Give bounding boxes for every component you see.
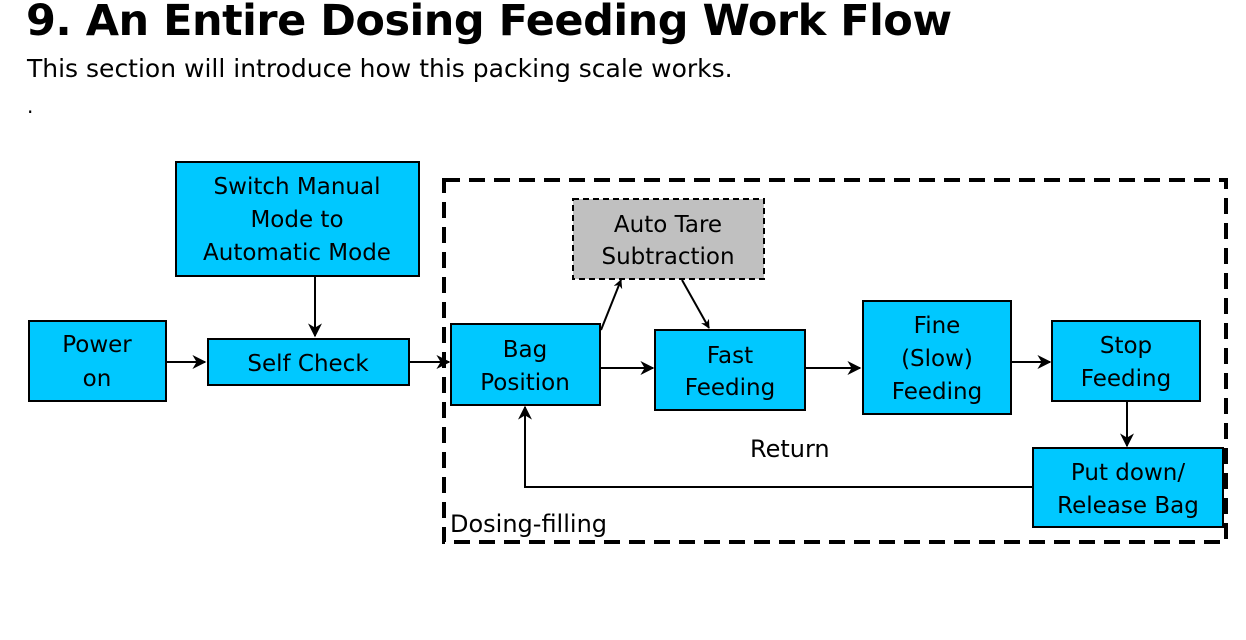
node-switch-mode: Switch Manual Mode to Automatic Mode: [175, 161, 420, 277]
node-stop-feeding-line1: Stop: [1100, 333, 1152, 359]
node-auto-tare: Auto Tare Subtraction: [572, 198, 765, 280]
node-switch-mode-line1: Switch Manual: [214, 174, 381, 200]
node-power-on-line2: on: [83, 366, 112, 392]
node-switch-mode-line2: Mode to: [250, 207, 343, 233]
node-power-on: Power on: [28, 320, 167, 402]
edge-return-to-bag: [518, 405, 1033, 488]
node-switch-mode-line3: Automatic Mode: [203, 240, 391, 266]
node-bag-position-line1: Bag: [503, 337, 547, 363]
node-stop-feeding: Stop Feeding: [1051, 320, 1201, 402]
node-fast-feeding-line1: Fast: [707, 343, 753, 369]
node-fine-feeding-line3: Feeding: [892, 379, 982, 405]
node-auto-tare-line2: Subtraction: [601, 244, 734, 270]
node-bag-position: Bag Position: [450, 323, 601, 406]
node-stop-feeding-line2: Feeding: [1081, 366, 1171, 392]
node-fast-feeding: Fast Feeding: [654, 329, 806, 411]
page-subtitle: This section will introduce how this pac…: [27, 54, 733, 83]
node-auto-tare-line1: Auto Tare: [614, 212, 722, 238]
node-release-bag-line1: Put down/: [1071, 460, 1185, 486]
node-self-check: Self Check: [207, 338, 410, 386]
return-label: Return: [750, 435, 830, 463]
node-power-on-line1: Power: [62, 332, 132, 358]
group-label: Dosing-filling: [450, 510, 607, 538]
node-fine-feeding: Fine (Slow) Feeding: [862, 300, 1012, 415]
node-fine-feeding-line2: (Slow): [901, 346, 973, 372]
node-self-check-line1: Self Check: [247, 351, 369, 377]
node-bag-position-line2: Position: [480, 370, 570, 396]
stray-dot: .: [27, 94, 34, 118]
edge-bag-to-tare: [600, 279, 623, 331]
node-fast-feeding-line2: Feeding: [685, 375, 775, 401]
page-title: 9. An Entire Dosing Feeding Work Flow: [26, 0, 952, 46]
edge-tare-to-fast: [681, 279, 710, 329]
node-release-bag: Put down/ Release Bag: [1032, 447, 1224, 528]
node-release-bag-line2: Release Bag: [1057, 493, 1199, 519]
node-fine-feeding-line1: Fine: [914, 313, 961, 339]
